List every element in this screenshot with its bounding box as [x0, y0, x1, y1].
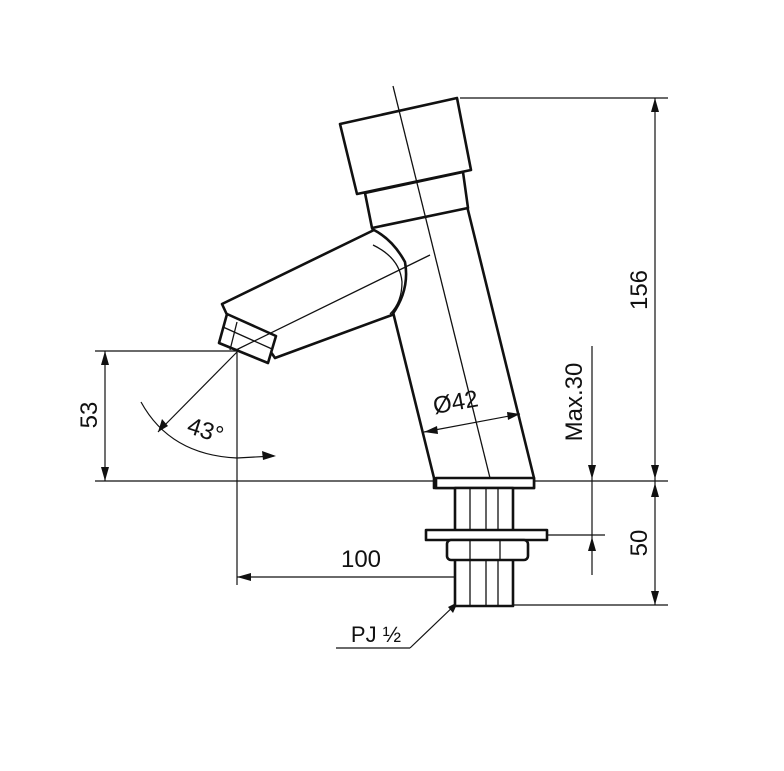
angle-leader — [157, 351, 238, 433]
thread-length-label: 50 — [626, 530, 653, 557]
push-button — [338, 96, 473, 196]
base-ring — [434, 476, 536, 490]
outlet-height-label: 53 — [76, 402, 103, 429]
faucet-body — [217, 85, 549, 608]
nut — [445, 538, 530, 562]
max-counter-label: Max.30 — [561, 363, 588, 442]
total-height-label: 156 — [626, 270, 653, 310]
thread-spec-label: PJ ½ — [351, 622, 401, 647]
thread-leader — [409, 601, 459, 649]
spout-angle-label: 43° — [184, 412, 227, 449]
washer — [424, 528, 549, 542]
centre-axis — [392, 85, 491, 479]
aerator-line-2 — [229, 321, 238, 351]
dimension-lines — [95, 97, 668, 649]
spout — [220, 228, 408, 360]
diameter-dimension-line — [423, 413, 521, 433]
reach-label: 100 — [341, 546, 381, 573]
spout-junction-curve — [372, 244, 403, 315]
spout-axis — [235, 254, 431, 351]
aerator-line — [222, 326, 273, 350]
angle-arc — [140, 401, 275, 459]
